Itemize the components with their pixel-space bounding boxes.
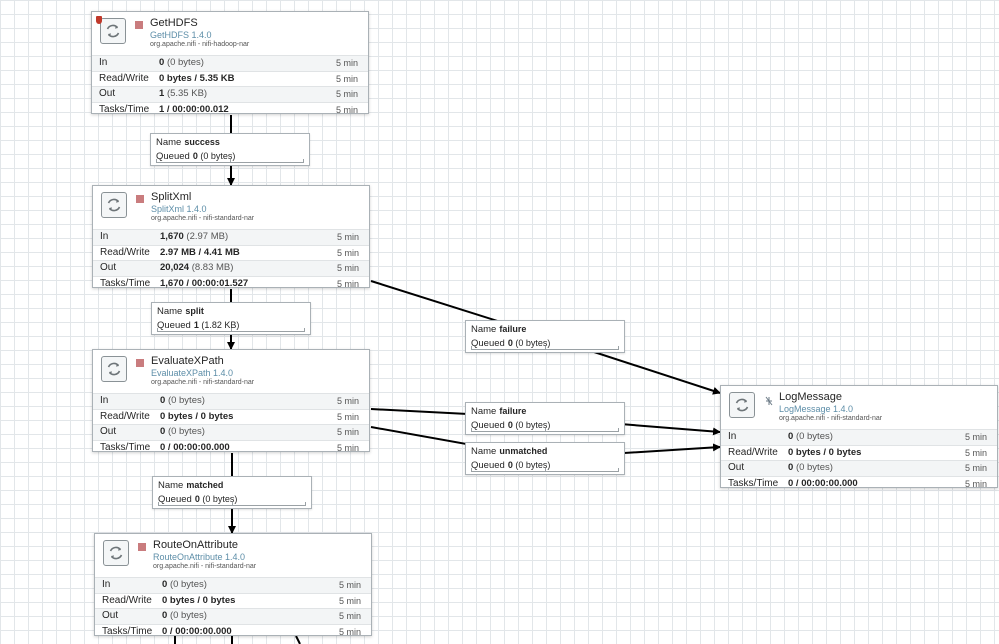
processor-version: RouteOnAttribute 1.4.0: [153, 552, 246, 562]
stopped-state-icon: [136, 195, 144, 203]
processor-bundle: org.apache.nifi - nifi-standard-nar: [151, 379, 255, 386]
connection-name: success: [184, 137, 220, 147]
processor-gethdfs[interactable]: GetHDFS GetHDFS 1.4.0 org.apache.nifi - …: [91, 11, 369, 117]
connection-name: unmatched: [499, 446, 548, 456]
processor-icon: [101, 192, 127, 218]
stopped-state-icon: [136, 359, 144, 367]
processor-bundle: org.apache.nifi - nifi-standard-nar: [779, 415, 883, 422]
queue-progress-bar: [471, 428, 619, 432]
queue-progress-bar: [157, 328, 305, 332]
processor-name: EvaluateXPath: [151, 355, 224, 367]
processor-icon: [729, 392, 755, 418]
processor-version: GetHDFS 1.4.0: [150, 30, 212, 40]
processor-icon: [100, 18, 126, 44]
queue-progress-bar: [471, 468, 619, 472]
connection-name: failure: [499, 406, 527, 416]
queue-progress-bar: [471, 346, 619, 350]
stopped-state-icon: [135, 21, 143, 29]
processor-icon: [103, 540, 129, 566]
processor-icon: [101, 356, 127, 382]
restricted-icon: [764, 393, 774, 406]
processor-bundle: org.apache.nifi - nifi-standard-nar: [153, 563, 257, 570]
connection-name: matched: [186, 480, 224, 490]
connection-name: failure: [499, 324, 527, 334]
processor-routeonattribute[interactable]: RouteOnAttribute RouteOnAttribute 1.4.0 …: [94, 533, 372, 639]
connection-name: split: [185, 306, 204, 316]
processor-name: LogMessage: [779, 391, 842, 403]
processor-bundle: org.apache.nifi - nifi-standard-nar: [151, 215, 255, 222]
queue-progress-bar: [158, 502, 306, 506]
processor-name: GetHDFS: [150, 17, 198, 29]
processor-version: SplitXml 1.4.0: [151, 204, 207, 214]
processor-version: EvaluateXPath 1.4.0: [151, 368, 234, 378]
processor-logmessage[interactable]: LogMessage LogMessage 1.4.0 org.apache.n…: [720, 385, 998, 491]
processor-evaluatexpath[interactable]: EvaluateXPath EvaluateXPath 1.4.0 org.ap…: [92, 349, 370, 455]
processor-version: LogMessage 1.4.0: [779, 404, 854, 414]
stopped-state-icon: [138, 543, 146, 551]
bulletin-icon[interactable]: [96, 16, 102, 24]
processor-name: SplitXml: [151, 191, 192, 203]
processor-splitxml[interactable]: SplitXml SplitXml 1.4.0 org.apache.nifi …: [92, 185, 370, 291]
queue-progress-bar: [156, 159, 304, 163]
processor-name: RouteOnAttribute: [153, 539, 238, 551]
connection-line-stub-3: [295, 635, 301, 644]
processor-bundle: org.apache.nifi - nifi-hadoop-nar: [150, 41, 250, 48]
